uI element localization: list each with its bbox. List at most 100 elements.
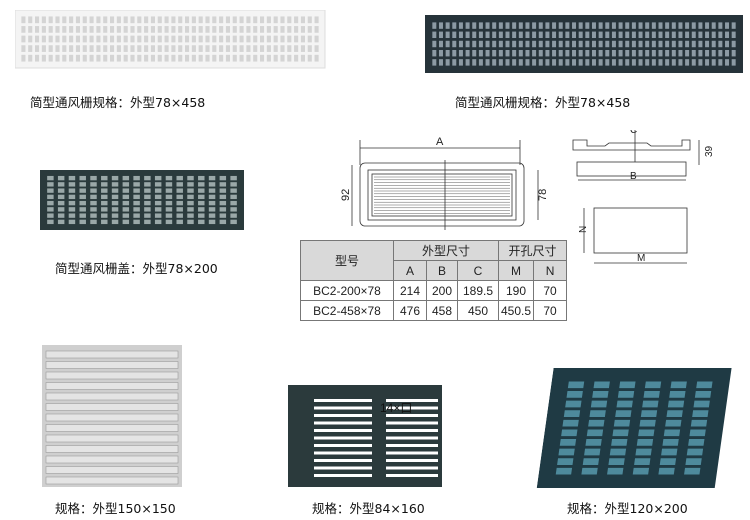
grille-slot: [75, 45, 80, 52]
grille-slot: [691, 49, 696, 57]
grille-slot: [253, 16, 258, 24]
grille-slot: [57, 175, 65, 181]
grille-slot: [246, 16, 251, 24]
grille-slot: [538, 49, 543, 57]
grille-slot: [154, 194, 162, 200]
grille-slot: [618, 40, 623, 48]
grille-slot: [458, 31, 463, 39]
grille-slot: [565, 40, 570, 48]
louvre-blade: [45, 413, 179, 422]
grille-slot: [696, 381, 713, 389]
grille-slot: [57, 200, 65, 206]
grille-slot: [55, 26, 60, 33]
grille-slot: [639, 419, 656, 427]
grille-slot: [111, 182, 119, 187]
grille-slot: [111, 200, 119, 206]
grille-slot: [688, 439, 705, 446]
grille-slot: [557, 458, 574, 465]
grille-slot: [62, 54, 67, 62]
grille-slot: [116, 26, 121, 33]
grille-slot: [130, 54, 135, 62]
grille-slot: [232, 45, 237, 52]
grille-slot: [198, 26, 203, 33]
cell: 458: [426, 300, 458, 321]
dimension-drawing: A 92 78 C B 39: [340, 130, 715, 230]
grille-slot: [591, 31, 596, 39]
grille-slot: [598, 31, 603, 39]
grille-slot: [133, 219, 140, 225]
grille-slot: [690, 419, 708, 427]
grille-slot: [307, 16, 312, 24]
grille-slot: [280, 54, 285, 62]
grille-slot: [144, 35, 149, 43]
grille-slot: [198, 213, 205, 218]
grille-slot: [47, 194, 54, 200]
grille-slot: [678, 49, 683, 57]
grille-slot: [545, 40, 550, 48]
grille-slot: [178, 26, 183, 33]
grille-slot: [671, 59, 676, 66]
grille-slot: [110, 16, 115, 24]
louvre-blade: [45, 382, 179, 390]
grille-slot: [150, 16, 155, 24]
grille-slot: [619, 381, 636, 389]
grille-slot: [157, 26, 162, 33]
dimension-table: 型号 外型尺寸 开孔尺寸 A B C M N BC2-200×78 214 20…: [300, 240, 568, 321]
grille-slot: [208, 219, 216, 225]
grille-slot: [386, 429, 438, 432]
grille-slot: [111, 219, 119, 225]
cell: 214: [393, 280, 427, 301]
grille-slot: [485, 49, 490, 57]
grille-slot: [685, 40, 690, 48]
grille-slot: [165, 213, 173, 218]
grille-slot: [532, 22, 537, 29]
grille-slot: [538, 31, 543, 39]
grille-slot: [691, 59, 696, 66]
grille-slot: [438, 22, 443, 29]
grille-slot: [611, 439, 628, 446]
grille-slot: [691, 40, 696, 48]
grille-slot: [711, 59, 716, 66]
grille-slot: [478, 49, 483, 57]
grille-slot: [585, 59, 590, 66]
grille-slot: [157, 54, 162, 62]
grille-slot: [68, 182, 76, 187]
grille-slot: [472, 59, 477, 66]
grille-slot: [101, 219, 108, 225]
grille-slot: [611, 31, 616, 39]
grille-slot: [82, 45, 87, 52]
grille-slot: [588, 419, 605, 427]
grille-slot: [103, 35, 108, 43]
grille-slot: [232, 54, 237, 62]
grille-slot: [711, 40, 716, 48]
grille-slot: [631, 59, 636, 66]
grille-slot: [208, 175, 216, 181]
grille-slot: [133, 175, 140, 181]
grille-slot: [103, 26, 108, 33]
grille-slot: [678, 22, 683, 29]
grille-slot: [307, 35, 312, 43]
grille-slot: [208, 194, 216, 200]
louvre-blade: [45, 434, 179, 443]
grille-slot: [123, 26, 128, 33]
grille-slot: [711, 31, 716, 39]
grille-slot: [558, 448, 575, 456]
cell: BC2-458×78: [300, 300, 394, 321]
grille-slot: [618, 31, 623, 39]
grille-slot: [314, 54, 319, 62]
grille-slot: [230, 175, 237, 181]
grille-slot: [48, 26, 53, 33]
grille-slot: [505, 59, 510, 66]
dim-92: 92: [340, 189, 352, 201]
grille-slot: [505, 31, 510, 39]
grille-slot: [386, 406, 438, 410]
grille-slot: [718, 40, 723, 48]
grille-slot: [638, 59, 643, 66]
grille-slot: [187, 188, 194, 193]
grille-slot: [90, 207, 97, 212]
grille-slot: [232, 35, 237, 43]
grille-slot: [591, 49, 596, 57]
grille-slot: [718, 49, 723, 57]
grille-slot: [640, 410, 658, 417]
cell: 476: [393, 300, 427, 321]
